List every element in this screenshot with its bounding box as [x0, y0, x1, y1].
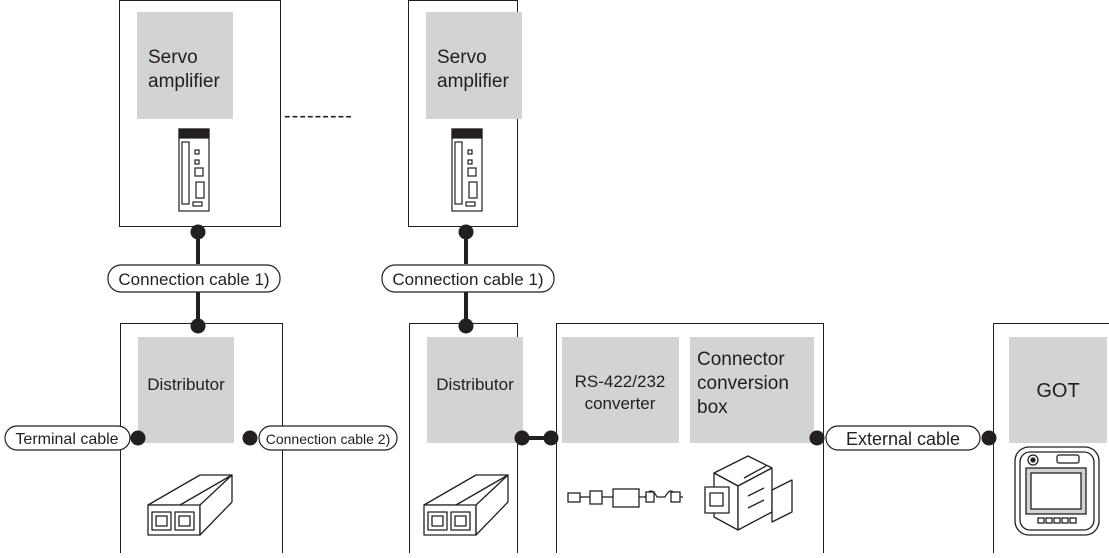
continuation-dots: --------- [284, 105, 353, 127]
cable-label-connection-2: Connection cable 2) [266, 431, 391, 447]
cable-label-connection-1-right: Connection cable 1) [392, 270, 543, 289]
connector-dot [810, 431, 825, 446]
conversion-box-label-line1: Connector [697, 349, 785, 370]
servo-amplifier-icon [452, 129, 482, 211]
servo-amplifier-icon [179, 129, 209, 211]
got-label: GOT [1036, 380, 1079, 402]
connector-dot [459, 319, 474, 334]
distributor-icon [148, 475, 232, 535]
conversion-box-icon [705, 456, 792, 530]
servo-label-2-line1: Servo [437, 47, 487, 68]
connector-dot [131, 431, 146, 446]
cable-label-terminal: Terminal cable [15, 431, 118, 448]
conversion-box-label-line2: conversion [697, 373, 789, 394]
cable-label-external: External cable [846, 429, 960, 449]
servo-label-2-line2: amplifier [437, 71, 509, 92]
connector-dot [515, 431, 530, 446]
converter-label-line2: converter [585, 394, 656, 413]
distributor-label-2: Distributor [436, 375, 514, 394]
connector-dot [459, 225, 474, 240]
connector-dot [544, 431, 559, 446]
conversion-box-label-line3: box [697, 397, 728, 418]
converter-cable-icon [568, 489, 683, 507]
connector-dot [191, 319, 206, 334]
distributor-label-1: Distributor [147, 375, 225, 394]
distributor-icon [424, 475, 508, 535]
servo-label-1-line1: Servo [148, 47, 198, 68]
connector-dot [982, 431, 997, 446]
got-device-icon [1015, 447, 1099, 535]
connector-dot [243, 431, 258, 446]
converter-label-line1: RS-422/232 [575, 372, 666, 391]
servo-label-1-line2: amplifier [148, 71, 220, 92]
cable-label-connection-1-left: Connection cable 1) [118, 270, 269, 289]
connector-dot [191, 225, 206, 240]
